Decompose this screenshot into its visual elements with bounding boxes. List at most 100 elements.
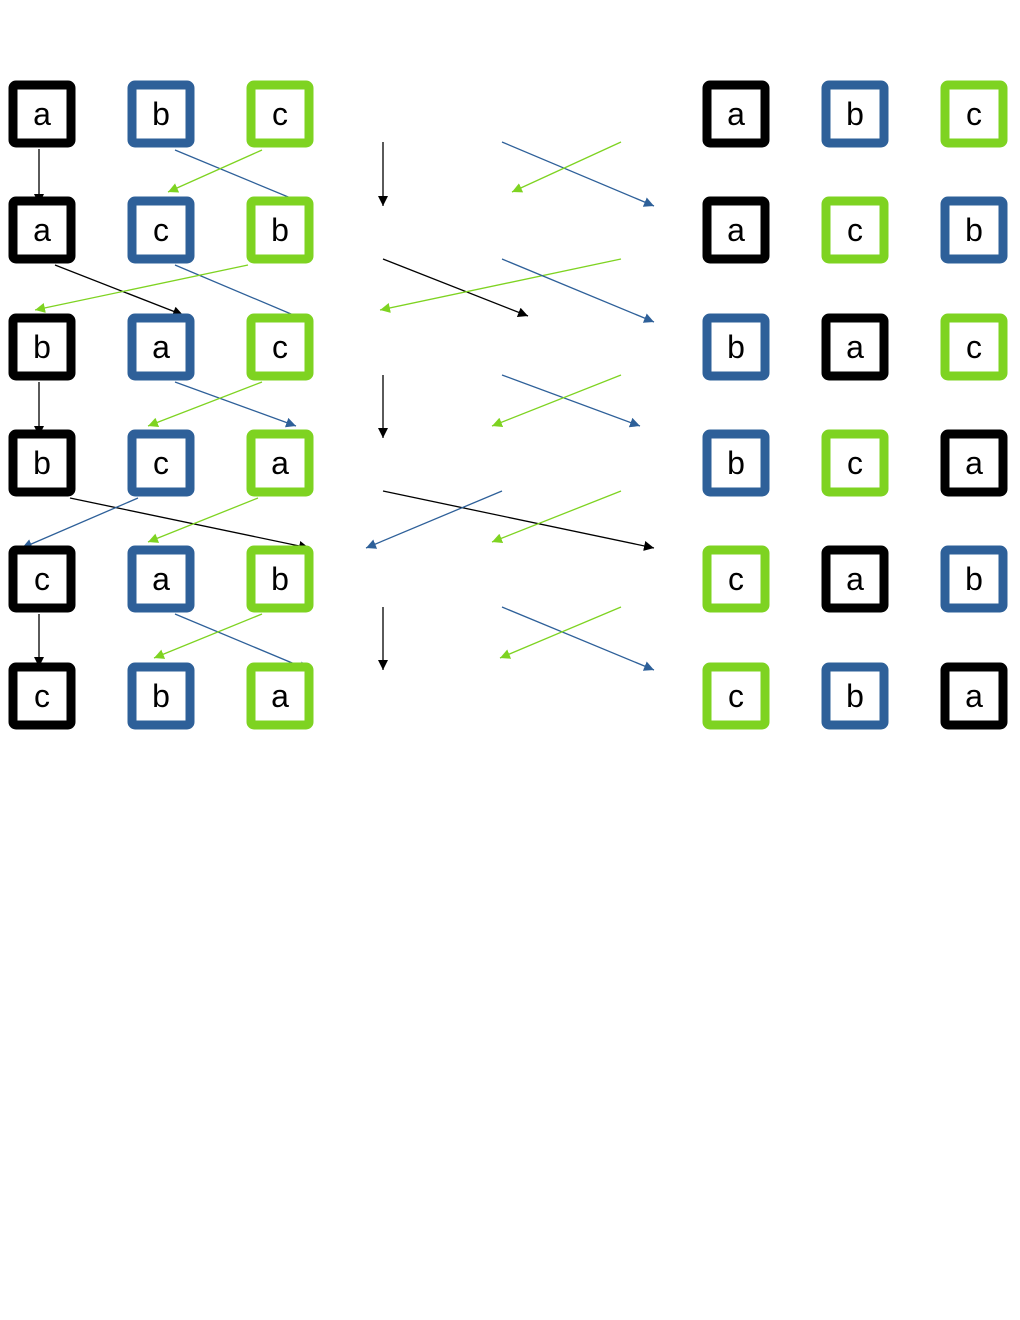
green-arrow-12 (147, 497, 259, 543)
box-frame (940, 196, 1008, 264)
box-letter: c (847, 445, 863, 481)
box-letter: b (152, 96, 170, 132)
box-frame (8, 80, 76, 148)
left-box-r3-c3: c (246, 313, 314, 381)
blue-arrow-21 (365, 490, 503, 549)
box-letter: b (727, 329, 745, 365)
box-frame (702, 80, 770, 148)
box-frame (127, 662, 195, 730)
green-arrow-3 (167, 149, 263, 193)
right-box-r1-c2: b (821, 80, 889, 148)
box-frame (8, 545, 76, 613)
green-arrow-9 (147, 381, 263, 428)
box-frame (940, 545, 1008, 613)
box-frame (702, 196, 770, 264)
right-box-r5-c3: b (940, 545, 1008, 613)
box-frame (127, 196, 195, 264)
box-letter: c (272, 329, 288, 365)
box-letter: c (728, 678, 744, 714)
box-frame (246, 662, 314, 730)
box-frame (702, 429, 770, 497)
box-frame (940, 313, 1008, 381)
box-frame (246, 80, 314, 148)
box-letter: a (727, 96, 745, 132)
box-frame (702, 545, 770, 613)
blue-arrow-25 (501, 258, 655, 323)
box-letter: b (33, 329, 51, 365)
right-box-r3-c2: a (821, 313, 889, 381)
box-letter: c (34, 678, 50, 714)
box-letter: a (33, 96, 51, 132)
blue-arrow-11 (21, 497, 139, 549)
box-frame (821, 662, 889, 730)
box-letter: a (846, 561, 864, 597)
box-frame (127, 545, 195, 613)
box-frame (821, 80, 889, 148)
green-arrow-24 (511, 141, 622, 193)
green-arrow-15 (153, 613, 263, 659)
right-box-r2-c1: a (702, 196, 770, 264)
box-frame (702, 662, 770, 730)
box-frame (127, 429, 195, 497)
box-frame (127, 80, 195, 148)
black-arrow-4 (54, 264, 184, 317)
right-box-r4-c3: a (940, 429, 1008, 497)
right-box-r6-c3: a (940, 662, 1008, 730)
arrow-layer (21, 141, 655, 671)
blue-arrow-8 (174, 381, 297, 428)
left-box-r2-c2: c (127, 196, 195, 264)
box-frame (940, 80, 1008, 148)
box-letter: b (965, 561, 983, 597)
blue-arrow-23 (501, 141, 655, 207)
box-frame (821, 429, 889, 497)
blue-arrow-29 (501, 606, 655, 671)
box-frame (8, 662, 76, 730)
right-box-r1-c3: c (940, 80, 1008, 148)
box-letter: c (728, 561, 744, 597)
box-frame (821, 545, 889, 613)
box-frame (8, 313, 76, 381)
left-box-r5-c3: b (246, 545, 314, 613)
right-box-r4-c1: b (702, 429, 770, 497)
box-letter: c (153, 212, 169, 248)
right-box-r2-c3: b (940, 196, 1008, 264)
box-letter: c (966, 329, 982, 365)
black-arrow-20 (382, 490, 655, 551)
box-letter: a (33, 212, 51, 248)
right-box-r3-c3: c (940, 313, 1008, 381)
box-letter: c (272, 96, 288, 132)
left-box-r3-c1: b (8, 313, 76, 381)
right-box-r2-c2: c (821, 196, 889, 264)
box-frame (246, 313, 314, 381)
box-frame (246, 545, 314, 613)
box-frame (940, 662, 1008, 730)
box-letter: b (271, 212, 289, 248)
box-letter: b (33, 445, 51, 481)
box-letter: b (965, 212, 983, 248)
left-box-r1-c3: c (246, 80, 314, 148)
left-box-r1-c2: b (127, 80, 195, 148)
box-frame (702, 313, 770, 381)
box-letter: c (847, 212, 863, 248)
right-box-r6-c2: b (821, 662, 889, 730)
right-box-r5-c1: c (702, 545, 770, 613)
box-letter: a (152, 329, 170, 365)
green-arrow-30 (499, 606, 622, 659)
box-letter: c (153, 445, 169, 481)
box-frame (821, 196, 889, 264)
right-box-r5-c2: a (821, 545, 889, 613)
black-arrow-10 (69, 497, 310, 551)
left-box-r5-c1: c (8, 545, 76, 613)
green-arrow-18 (379, 258, 622, 313)
left-box-r1-c1: a (8, 80, 76, 148)
left-box-r6-c2: b (127, 662, 195, 730)
blue-arrow-5 (174, 264, 311, 323)
box-letter: a (152, 561, 170, 597)
box-letter: a (727, 212, 745, 248)
box-frame (940, 429, 1008, 497)
box-letter: b (846, 96, 864, 132)
box-letter: a (271, 678, 289, 714)
green-arrow-28 (491, 490, 622, 543)
